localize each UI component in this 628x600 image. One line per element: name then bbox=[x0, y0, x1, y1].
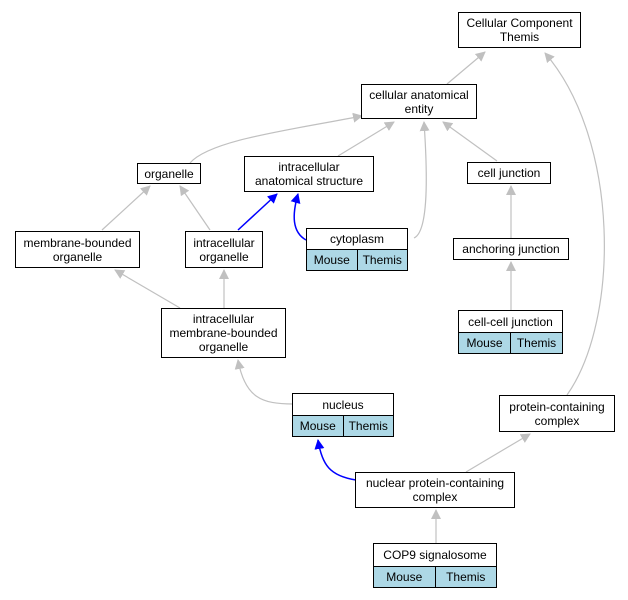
species-tags: Mouse Themis bbox=[459, 332, 562, 353]
node-protein-containing-complex: protein-containing complex bbox=[499, 395, 615, 432]
node-cytoplasm: cytoplasm Mouse Themis bbox=[306, 228, 408, 271]
edge-nucleus-to-imbo bbox=[234, 359, 294, 405]
node-label-line: entity bbox=[404, 101, 434, 116]
node-label-line: protein-containing bbox=[509, 399, 605, 414]
species-tags: Mouse Themis bbox=[307, 249, 407, 270]
tag-mouse: Mouse bbox=[459, 333, 510, 353]
node-label-line: intracellular bbox=[192, 312, 255, 326]
node-nucleus: nucleus Mouse Themis bbox=[292, 393, 394, 437]
tag-themis: Themis bbox=[356, 250, 407, 270]
node-label-line: cell-cell junction bbox=[468, 314, 553, 329]
tag-mouse: Mouse bbox=[374, 567, 435, 587]
node-intracellular-anatomical-structure: intracellular anatomical structure bbox=[244, 156, 374, 192]
node-label-line: complex bbox=[534, 413, 580, 428]
node-label-line: organelle bbox=[199, 249, 249, 264]
node-label-line: COP9 signalosome bbox=[383, 548, 487, 562]
node-label-line: Themis bbox=[499, 30, 540, 44]
node-label-line: cellular anatomical bbox=[369, 87, 469, 102]
edge-organelle-to-anatomical-entity bbox=[189, 112, 363, 164]
edge-intracellular-organelle-to-organelle bbox=[179, 185, 211, 231]
edge-imbo-to-membrane-organelle bbox=[114, 269, 181, 309]
node-label-line: organelle bbox=[52, 249, 103, 264]
node-label-line: complex bbox=[412, 490, 458, 504]
node-label-line: Cellular Component bbox=[466, 16, 573, 30]
node-label-line: membrane-bounded bbox=[169, 326, 278, 340]
node-label-line: intracellular bbox=[193, 235, 255, 250]
node-nuclear-protein-containing-complex: nuclear protein-containing complex bbox=[355, 472, 515, 508]
edge-protein-complex-to-component bbox=[544, 52, 605, 396]
node-intracellular-membrane-bounded-organelle: intracellular membrane-bounded organelle bbox=[161, 308, 286, 358]
species-tags: Mouse Themis bbox=[293, 415, 393, 436]
tag-themis: Themis bbox=[510, 333, 562, 353]
node-label-line: anatomical structure bbox=[254, 174, 364, 188]
edge-membrane-organelle-to-organelle bbox=[101, 185, 151, 231]
node-label-line: anchoring junction bbox=[462, 242, 560, 256]
edge-cytoplasm-to-anatomical-structure bbox=[290, 193, 307, 241]
node-anchoring-junction: anchoring junction bbox=[453, 238, 569, 260]
node-label-line: membrane-bounded bbox=[23, 235, 132, 250]
edge-nuclear-complex-to-nucleus bbox=[314, 439, 357, 481]
node-label-line: cell junction bbox=[477, 166, 541, 180]
edge-cytoplasm-to-anatomical-entity bbox=[413, 121, 430, 239]
node-organelle: organelle bbox=[137, 163, 201, 184]
tag-themis: Themis bbox=[434, 567, 496, 587]
node-label-line: nuclear protein-containing bbox=[365, 476, 505, 490]
node-cell-cell-junction: cell-cell junction Mouse Themis bbox=[458, 310, 563, 354]
node-intracellular-organelle: intracellular organelle bbox=[185, 231, 263, 268]
node-label-line: organelle bbox=[144, 166, 194, 181]
tag-themis: Themis bbox=[342, 416, 393, 436]
node-cell-junction: cell junction bbox=[467, 162, 551, 184]
node-cop9-signalosome: COP9 signalosome Mouse Themis bbox=[373, 543, 497, 588]
node-label-line: nucleus bbox=[322, 397, 364, 412]
node-cellular-anatomical-entity: cellular anatomical entity bbox=[361, 84, 477, 119]
edge-nuclear-complex-to-protein-complex bbox=[465, 433, 531, 473]
tag-mouse: Mouse bbox=[293, 416, 343, 436]
node-label-line: intracellular bbox=[278, 160, 340, 174]
edge-anatomical-entity-to-component bbox=[446, 51, 486, 85]
edge-anatomical-structure-to-anatomical-entity bbox=[337, 121, 395, 157]
node-label-line: organelle bbox=[198, 340, 249, 354]
edge-cell-junction-to-anatomical-entity bbox=[442, 121, 498, 162]
node-membrane-bounded-organelle: membrane-bounded organelle bbox=[15, 231, 140, 268]
node-cellular-component: Cellular Component Themis bbox=[458, 12, 581, 48]
edge-intracellular-organelle-to-anatomical-structure bbox=[237, 193, 278, 231]
node-label-line: cytoplasm bbox=[329, 232, 385, 246]
tag-mouse: Mouse bbox=[307, 250, 357, 270]
species-tags: Mouse Themis bbox=[374, 566, 496, 587]
